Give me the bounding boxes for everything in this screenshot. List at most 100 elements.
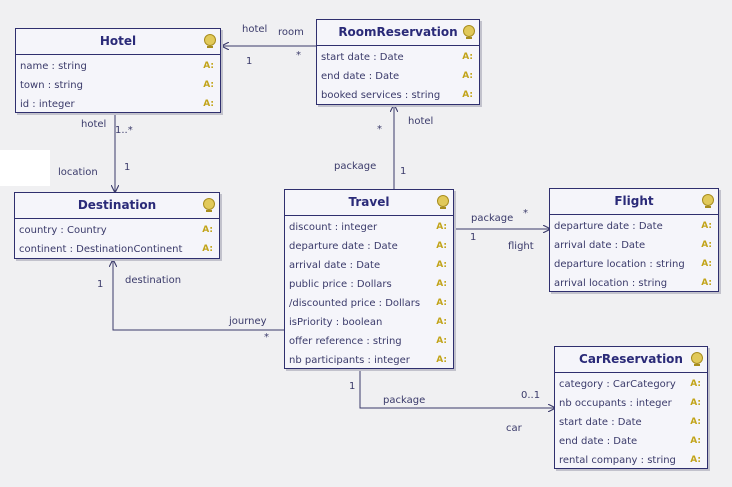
role-label: hotel bbox=[408, 116, 434, 127]
class-car-reservation-header: CarReservation bbox=[555, 347, 707, 373]
attribute-label: start date : Date bbox=[321, 52, 404, 63]
class-room-reservation-header: RoomReservation bbox=[317, 20, 479, 46]
attribute-icon: A: bbox=[436, 317, 447, 327]
attribute-row[interactable]: departure date : Date A: bbox=[550, 217, 718, 236]
multiplicity-label: 1 bbox=[246, 56, 253, 67]
attribute-icon: A: bbox=[690, 398, 701, 408]
multiplicity-label: * bbox=[377, 124, 382, 135]
multiplicity-label: 1 bbox=[349, 381, 356, 392]
attribute-icon: A: bbox=[462, 71, 473, 81]
class-car-reservation-name: CarReservation bbox=[579, 352, 683, 366]
attribute-icon: A: bbox=[202, 225, 213, 235]
attribute-icon: A: bbox=[690, 455, 701, 465]
attribute-label: discount : integer bbox=[289, 222, 378, 233]
multiplicity-label: 1 bbox=[470, 232, 477, 243]
attribute-label: category : CarCategory bbox=[559, 379, 676, 390]
class-room-reservation-name: RoomReservation bbox=[338, 25, 458, 39]
attribute-row[interactable]: isPriority : boolean A: bbox=[285, 313, 453, 332]
attribute-row[interactable]: start date : Date A: bbox=[555, 413, 707, 432]
class-icon bbox=[702, 194, 714, 208]
class-icon bbox=[691, 352, 703, 366]
travel-car-line bbox=[359, 369, 555, 408]
class-destination-header: Destination bbox=[15, 193, 219, 219]
role-label: car bbox=[506, 423, 522, 434]
attribute-label: isPriority : boolean bbox=[289, 317, 383, 328]
attribute-label: end date : Date bbox=[559, 436, 638, 447]
attribute-label: name : string bbox=[20, 61, 87, 72]
attribute-row[interactable]: arrival date : Date A: bbox=[550, 236, 718, 255]
attribute-label: nb participants : integer bbox=[289, 355, 410, 366]
class-travel-name: Travel bbox=[348, 195, 390, 209]
attribute-icon: A: bbox=[690, 417, 701, 427]
attribute-row[interactable]: discount : integer A: bbox=[285, 218, 453, 237]
attribute-icon: A: bbox=[436, 298, 447, 308]
role-label: hotel bbox=[81, 119, 107, 130]
class-hotel-name: Hotel bbox=[99, 34, 137, 48]
attribute-icon: A: bbox=[436, 260, 447, 270]
attribute-row[interactable]: nb participants : integer A: bbox=[285, 351, 453, 370]
attribute-label: start date : Date bbox=[559, 417, 642, 428]
attribute-icon: A: bbox=[690, 379, 701, 389]
travel-destination-line bbox=[113, 260, 285, 331]
attribute-row[interactable]: town : string A: bbox=[16, 76, 220, 95]
attribute-icon: A: bbox=[203, 61, 214, 71]
multiplicity-label: 1..* bbox=[115, 125, 133, 136]
attribute-row[interactable]: arrival date : Date A: bbox=[285, 256, 453, 275]
attribute-row[interactable]: end date : Date A: bbox=[317, 67, 479, 86]
attribute-label: id : integer bbox=[20, 99, 75, 110]
attribute-label: arrival date : Date bbox=[554, 240, 646, 251]
attribute-row[interactable]: category : CarCategory A: bbox=[555, 375, 707, 394]
attribute-icon: A: bbox=[436, 222, 447, 232]
attribute-label: end date : Date bbox=[321, 71, 400, 82]
class-icon bbox=[203, 198, 215, 212]
attribute-label: departure date : Date bbox=[554, 221, 663, 232]
role-label: hotel bbox=[242, 24, 268, 35]
attribute-icon: A: bbox=[690, 436, 701, 446]
attribute-icon: A: bbox=[436, 355, 447, 365]
multiplicity-label: 1 bbox=[400, 166, 407, 177]
class-travel-header: Travel bbox=[285, 190, 453, 216]
attribute-label: town : string bbox=[20, 80, 83, 91]
role-label: location bbox=[58, 167, 98, 178]
attribute-icon: A: bbox=[436, 241, 447, 251]
attribute-icon: A: bbox=[462, 90, 473, 100]
class-icon bbox=[463, 25, 475, 39]
attribute-icon: A: bbox=[701, 259, 712, 269]
class-icon bbox=[437, 195, 449, 209]
attribute-icon: A: bbox=[203, 80, 214, 90]
class-destination-name: Destination bbox=[77, 198, 157, 212]
role-label: flight bbox=[508, 241, 534, 252]
role-label: package bbox=[471, 213, 514, 224]
attribute-icon: A: bbox=[701, 240, 712, 250]
attribute-icon: A: bbox=[436, 279, 447, 289]
attribute-icon: A: bbox=[701, 221, 712, 231]
multiplicity-label: 1 bbox=[97, 279, 104, 290]
attribute-icon: A: bbox=[436, 336, 447, 346]
attribute-icon: A: bbox=[701, 278, 712, 288]
attribute-icon: A: bbox=[202, 244, 213, 254]
class-hotel-header: Hotel bbox=[16, 29, 220, 55]
attribute-row[interactable]: end date : Date A: bbox=[555, 432, 707, 451]
background-patch bbox=[0, 150, 50, 186]
attribute-row[interactable]: name : string A: bbox=[16, 57, 220, 76]
attribute-label: arrival date : Date bbox=[289, 260, 381, 271]
